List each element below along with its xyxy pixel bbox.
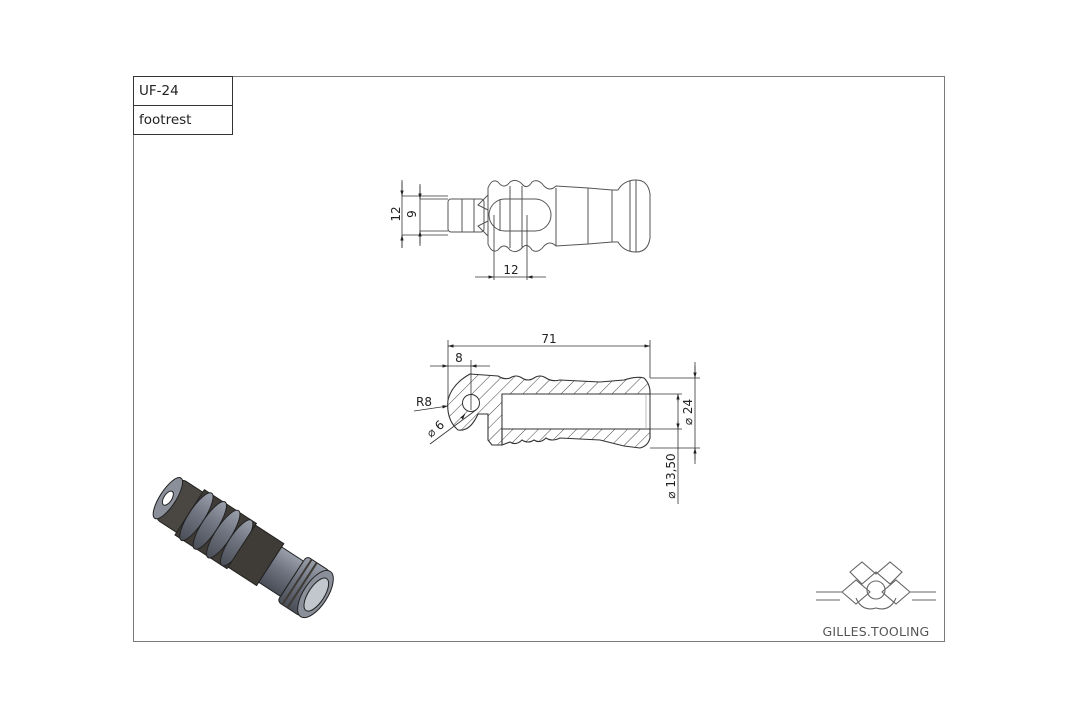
- section-view: [447, 373, 651, 449]
- shank-outline: [447, 198, 485, 233]
- logo-brand-text: GILLES.TOOLING: [823, 624, 930, 639]
- isometric-view: [152, 477, 334, 619]
- top-view: [447, 179, 651, 253]
- top-view-dimensions: [400, 180, 546, 280]
- dim-hole-offset: 8: [455, 351, 463, 365]
- section-view-dimensions: [413, 340, 700, 504]
- dim-inner-height: 9: [405, 210, 419, 218]
- dim-bore-diameter: ⌀ 13,50: [664, 453, 678, 498]
- logo-right-wing: [881, 579, 936, 605]
- dim-outer-diameter: ⌀ 24: [681, 399, 695, 425]
- body-outline: [487, 179, 651, 253]
- dim-outer-height: 12: [389, 206, 403, 221]
- dim-hole-diameter: ⌀ 6: [424, 418, 447, 441]
- slot-outline: [488, 198, 552, 232]
- gilles-tooling-logo: [816, 561, 936, 610]
- dim-overall-length: 71: [541, 332, 556, 346]
- part-number: UF-24: [139, 83, 179, 99]
- logo-left-wing: [816, 579, 871, 605]
- section-upper-hatch: [447, 373, 651, 446]
- bore: [501, 393, 651, 430]
- dim-slot-length: 12: [503, 263, 518, 277]
- dim-end-radius: R8: [416, 395, 432, 409]
- title-block: UF-24 footrest: [133, 76, 233, 135]
- section-lower-hatch: [501, 428, 651, 449]
- part-name: footrest: [134, 105, 232, 134]
